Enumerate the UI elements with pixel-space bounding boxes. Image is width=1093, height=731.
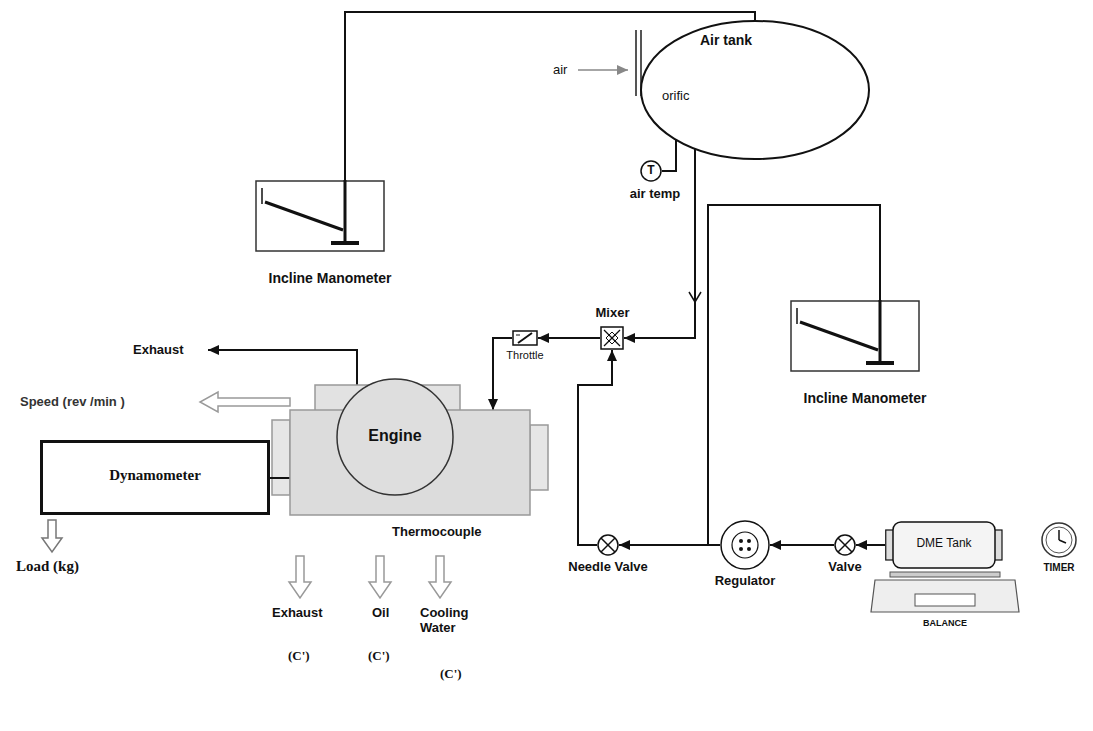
component-label: Air tank (700, 32, 810, 48)
component-label: Regulator (705, 573, 785, 588)
component-label: Incline Manometer (785, 390, 945, 406)
component-label: Throttle (498, 349, 552, 361)
part-label: Speed (rev /min ) (20, 394, 170, 409)
component-label: air temp (620, 186, 690, 201)
component-shape (834, 534, 856, 556)
pipe-connector (619, 544, 720, 546)
component-shape (870, 572, 1020, 616)
part-label: air (553, 62, 583, 77)
component-shape (1041, 522, 1077, 558)
component-node: Regulator (705, 520, 785, 592)
component-node: DME Tank (885, 518, 1003, 572)
component-label: T (640, 163, 662, 177)
pipe-connector (270, 477, 290, 479)
component-shape (512, 330, 538, 346)
component-shape (255, 180, 385, 252)
component-shape (720, 520, 770, 570)
component-label: Engine (345, 427, 445, 445)
component-label: DME Tank (885, 536, 1003, 550)
pipe-connector (662, 140, 676, 171)
part-label: Oil (372, 605, 402, 620)
component-node: Needle Valve (553, 534, 663, 576)
part-label: Exhaust (272, 605, 342, 620)
component-node: Tair temp (640, 160, 690, 204)
component-label: Incline Manometer (250, 270, 410, 286)
pipe-connector (493, 338, 512, 410)
part-label: (C') (440, 666, 470, 682)
component-node: Incline Manometer (250, 180, 410, 290)
part-label: Thermocouple (392, 524, 502, 539)
component-label: Dynamometer (40, 467, 270, 484)
component-label: Valve (815, 559, 875, 574)
component-node: Throttle (498, 330, 552, 370)
component-shape (290, 385, 530, 515)
part-label: Exhaust (133, 342, 203, 357)
component-node: Engine (290, 385, 530, 515)
component-label: TIMER (1030, 562, 1088, 573)
component-node: Incline Manometer (785, 300, 945, 410)
component-label: orific (662, 88, 722, 103)
component-shape (597, 534, 619, 556)
component-node: Air tank orific (640, 20, 870, 160)
component-label: BALANCE (870, 618, 1020, 628)
pipe-connector (770, 544, 834, 546)
component-shape (790, 300, 920, 372)
component-node: Valve (815, 534, 875, 576)
component-label: Mixer (590, 305, 635, 320)
part-label: (C') (368, 648, 398, 664)
part-label: Load (kg) (16, 558, 106, 575)
component-node: Mixer (590, 305, 635, 360)
component-node: TIMER (1030, 522, 1088, 582)
component-label: Needle Valve (553, 559, 663, 574)
pipe-connector (624, 149, 695, 338)
component-node: BALANCE (870, 572, 1020, 634)
pipe-connector (538, 337, 600, 339)
pipe-connector (856, 544, 885, 546)
component-node: Dynamometer (40, 440, 270, 515)
part-label: (C') (288, 648, 318, 664)
pipe-connector (578, 350, 612, 545)
part-label: Cooling Water (420, 605, 482, 635)
component-shape (600, 326, 624, 350)
